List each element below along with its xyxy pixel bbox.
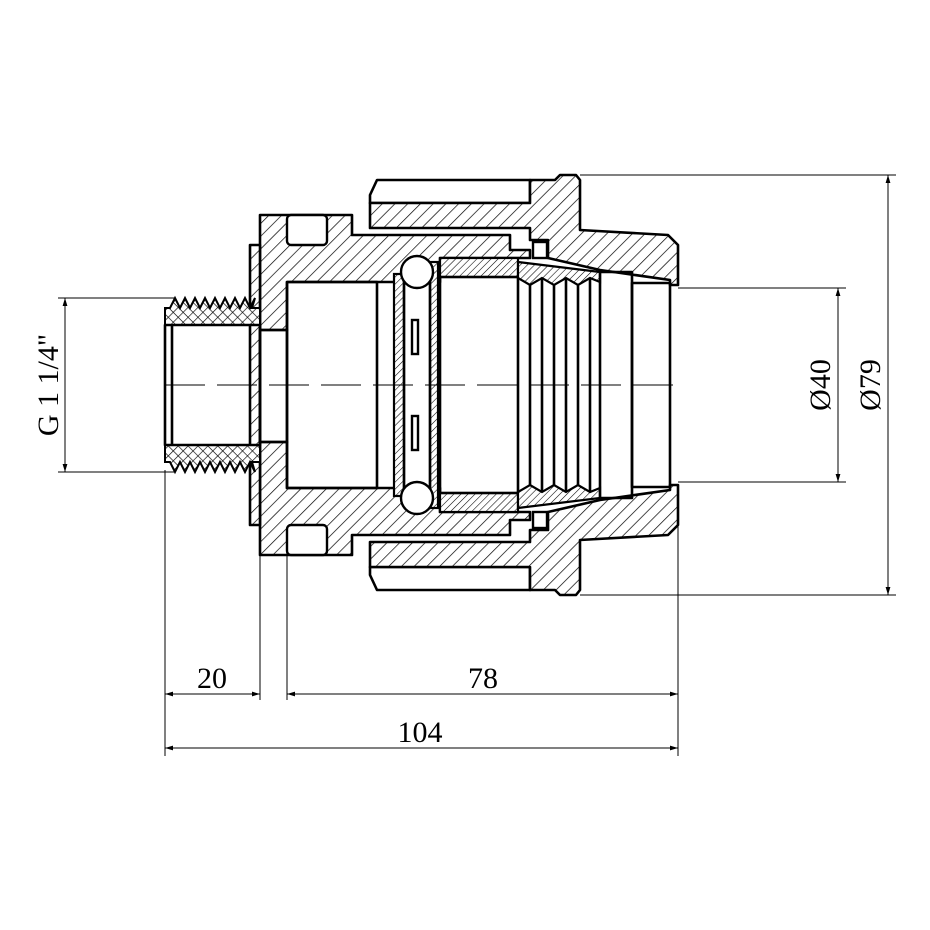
fitting-body	[248, 213, 532, 557]
extension-lines	[58, 174, 896, 756]
male-thread	[163, 295, 262, 475]
dimension-lines	[62, 175, 891, 751]
union-nut	[368, 173, 680, 597]
ball-top	[399, 254, 435, 290]
total-length-label: 104	[398, 716, 443, 749]
body-length-label: 78	[468, 662, 498, 695]
thread-size-label: G 1 1/4"	[32, 334, 65, 436]
outer-diameter-label: Ø79	[854, 359, 887, 411]
ball-bottom	[399, 480, 435, 516]
inner-diameter-label: Ø40	[804, 359, 837, 411]
thread-length-label: 20	[197, 662, 227, 695]
